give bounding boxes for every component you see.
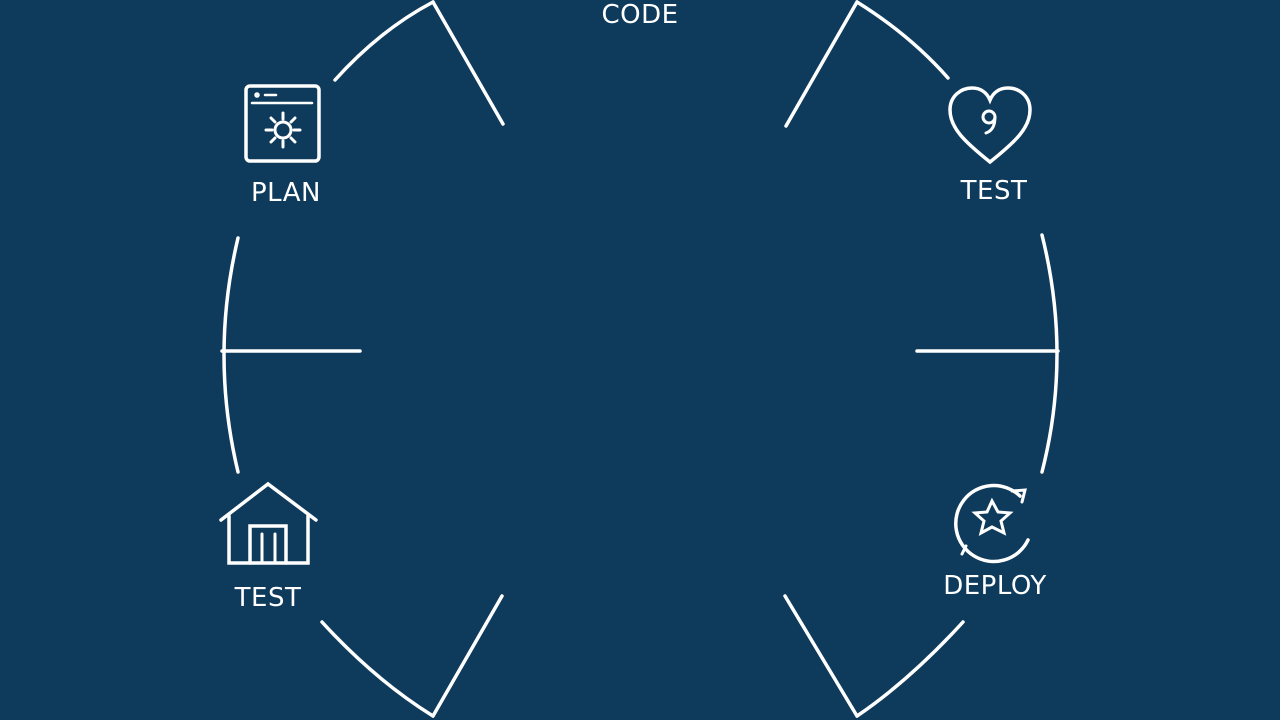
star-cycle-icon xyxy=(954,483,1030,564)
divider-top-right xyxy=(784,0,859,128)
divider-bottom-left xyxy=(431,594,504,718)
stage-label-plan: PLAN xyxy=(251,178,321,208)
stage-label-deploy: DEPLOY xyxy=(943,571,1047,601)
divider-bottom-right xyxy=(783,594,859,718)
divider-top-left xyxy=(431,0,505,126)
stage-label-test-right: TEST xyxy=(960,176,1028,206)
browser-window-gear-icon xyxy=(244,84,321,163)
ring-arc-bottom-left xyxy=(320,620,435,718)
heart-icon xyxy=(948,86,1032,165)
ring-arc-top-left xyxy=(333,0,435,82)
stage-label-test-left: TEST xyxy=(234,583,302,613)
stage-label-code: CODE xyxy=(601,0,679,30)
ring-arc-top-right xyxy=(855,0,950,80)
house-icon xyxy=(219,481,318,565)
ring-arc-bottom-right xyxy=(855,620,965,718)
ring-arc-left xyxy=(222,236,240,474)
ring-arc-right xyxy=(1040,233,1059,474)
